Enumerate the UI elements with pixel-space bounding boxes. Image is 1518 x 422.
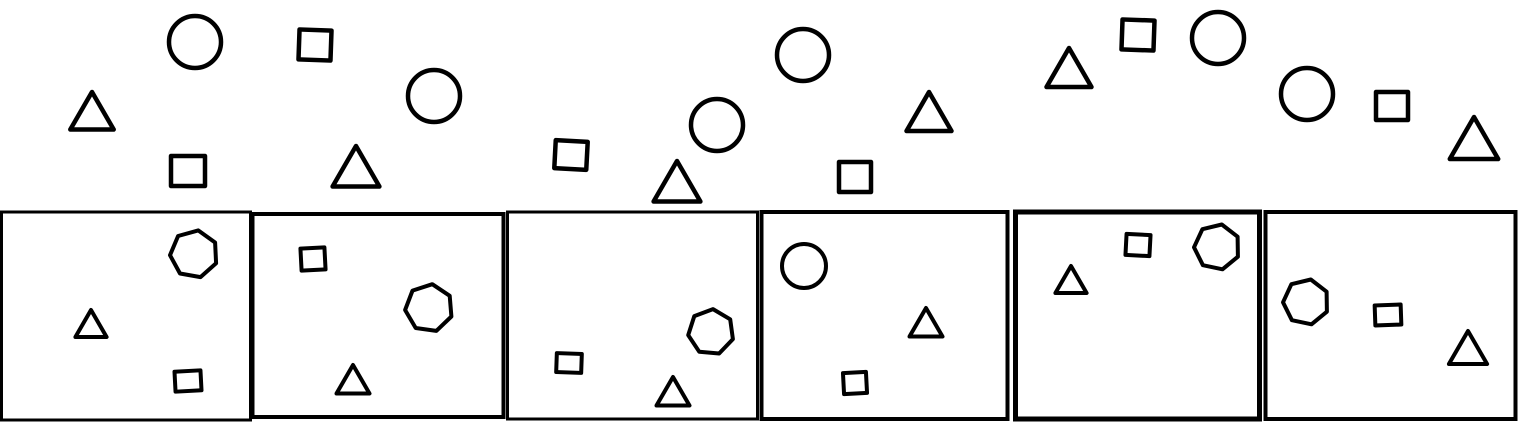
answer-panel[interactable]: [250, 212, 506, 419]
answer-panels: [0, 209, 1518, 422]
square-icon: [172, 368, 204, 394]
triangle-icon: [68, 89, 116, 132]
triangle-icon: [1446, 329, 1490, 366]
heptagon-icon: [403, 282, 454, 333]
triangle-icon: [73, 308, 109, 339]
answer-panel[interactable]: [0, 210, 252, 422]
square-icon: [1372, 302, 1404, 328]
square-icon: [1373, 89, 1411, 123]
panel-frame: [250, 212, 506, 419]
answer-panel[interactable]: [1013, 209, 1262, 422]
circle-icon: [166, 13, 224, 71]
circle-icon: [780, 242, 828, 290]
square-icon: [168, 153, 208, 189]
circle-icon: [1278, 65, 1336, 123]
square-icon: [840, 369, 870, 397]
triangle-icon: [1053, 264, 1089, 295]
heptagon-icon: [168, 228, 219, 280]
heptagon-icon: [1281, 277, 1329, 327]
square-icon: [298, 245, 328, 273]
square-icon: [554, 351, 584, 375]
triangle-icon: [1044, 45, 1094, 90]
circle-icon: [1189, 9, 1247, 67]
panel-frame: [759, 210, 1010, 421]
panel-frame: [1013, 209, 1262, 422]
circle-icon: [774, 26, 832, 84]
answer-panel[interactable]: [759, 210, 1010, 421]
panel-frame: [1263, 210, 1518, 421]
triangle-icon: [904, 89, 954, 134]
square-icon: [836, 159, 874, 195]
triangle-icon: [334, 363, 372, 396]
square-icon: [552, 137, 590, 173]
heptagon-icon: [686, 307, 735, 356]
triangle-icon: [330, 143, 382, 189]
square-icon: [296, 27, 334, 63]
triangle-icon: [651, 158, 703, 204]
answer-panel[interactable]: [506, 210, 759, 421]
triangle-icon: [907, 306, 945, 339]
circle-icon: [688, 96, 746, 154]
panel-frame: [506, 210, 759, 421]
triangle-icon: [1447, 114, 1501, 162]
answer-panel[interactable]: [1263, 210, 1518, 421]
top-shape-row: [68, 9, 1501, 204]
square-icon: [1123, 231, 1153, 259]
square-icon: [1119, 17, 1157, 53]
circle-icon: [405, 67, 463, 125]
heptagon-icon: [1192, 222, 1240, 272]
triangle-icon: [654, 375, 692, 408]
